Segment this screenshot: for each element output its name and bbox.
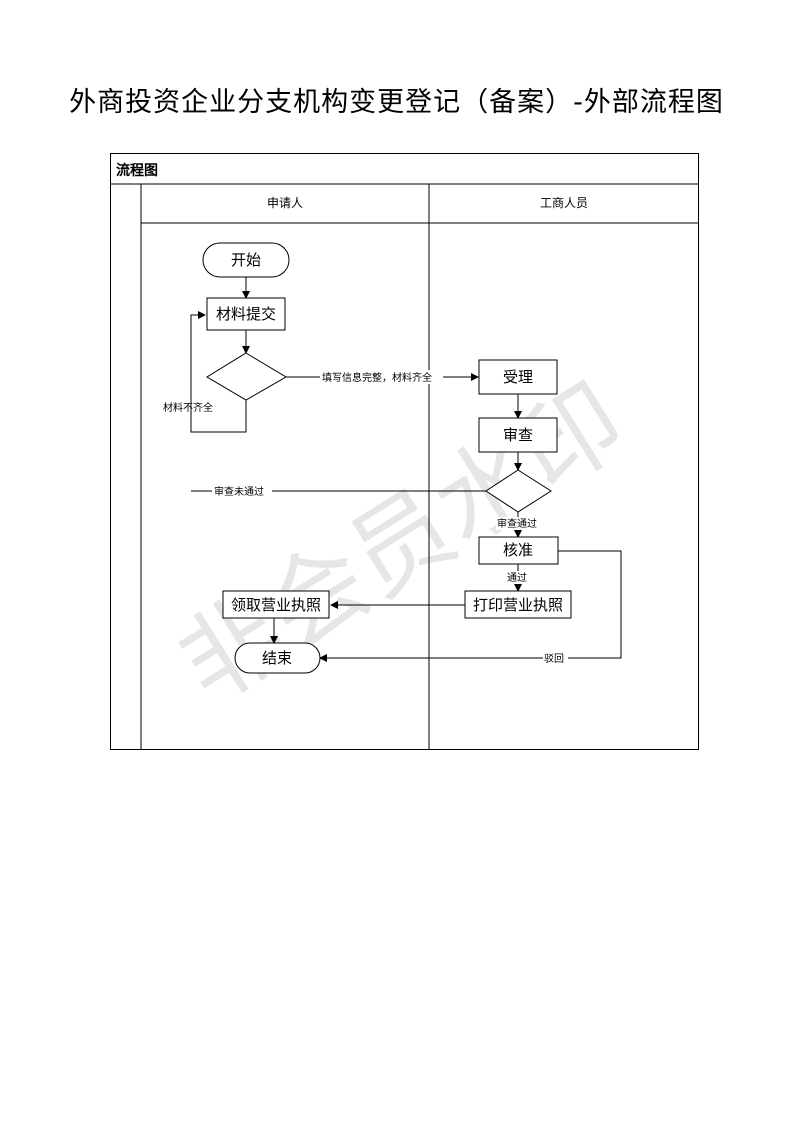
collect-node	[222, 590, 330, 619]
edge-label-incomplete: 材料不齐全	[163, 401, 213, 414]
flowchart-panel-title: 流程图	[116, 163, 158, 179]
print-label: 打印营业执照	[473, 596, 563, 614]
review-node	[478, 417, 558, 453]
accept-label: 受理	[503, 368, 533, 386]
submit-label: 材料提交	[216, 305, 276, 323]
collect-label: 领取营业执照	[231, 596, 321, 614]
lane-header-applicant: 申请人	[266, 196, 303, 210]
edge-rejected	[319, 550, 622, 662]
approve-label: 核准	[503, 541, 533, 559]
end-node	[234, 642, 321, 674]
start-node	[202, 242, 290, 278]
end-label: 结束	[262, 649, 292, 667]
watermark-text: 非会员水印	[159, 361, 645, 725]
start-label: 开始	[231, 251, 261, 269]
review-label: 审查	[503, 426, 533, 444]
accept-node	[478, 359, 558, 395]
lane-grid	[110, 183, 699, 750]
flowchart-frame	[110, 153, 699, 750]
edge-label-review-fail: 审查未通过	[214, 485, 264, 498]
approve-node	[478, 536, 559, 565]
decision-review	[485, 469, 552, 513]
edge-label-rejected: 驳回	[544, 653, 564, 665]
decision-completeness	[206, 352, 287, 401]
print-node	[464, 590, 572, 619]
page-title: 外商投资企业分支机构变更登记（备案）-外部流程图	[69, 87, 724, 118]
edge-label-complete: 填写信息完整，材料齐全	[322, 371, 432, 384]
edge-incomplete	[190, 311, 247, 433]
edge-label-review-pass: 审查通过	[497, 517, 537, 530]
submit-node	[206, 297, 286, 331]
lane-header-staff: 工商人员	[539, 196, 588, 210]
edge-label-approved: 通过	[507, 571, 527, 584]
